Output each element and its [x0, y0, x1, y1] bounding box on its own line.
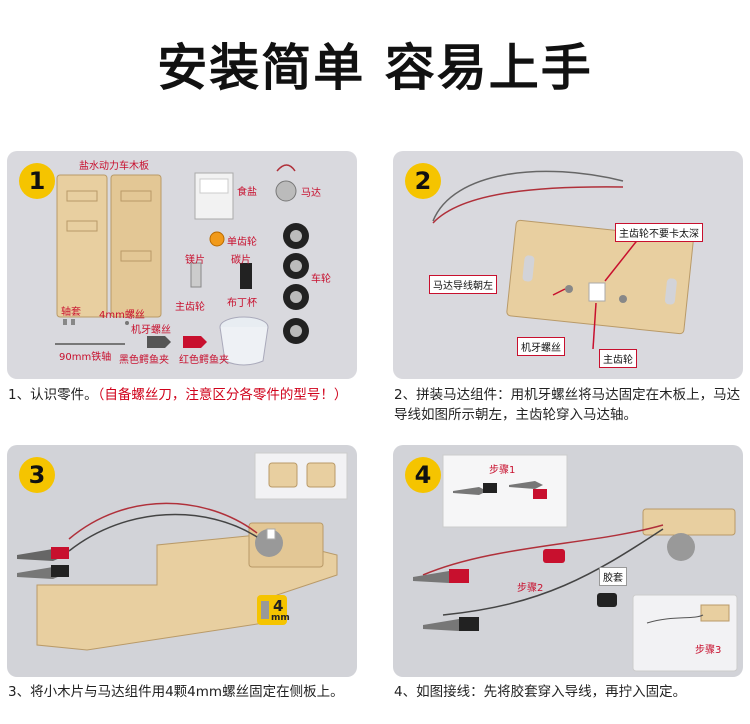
label-step-1: 步骤1 [489, 465, 516, 476]
screw-size-unit: mm [271, 613, 290, 623]
caption-warning: （自备螺丝刀，注意区分各零件的型号！） [97, 387, 348, 403]
motor-assembly-illustration [432, 170, 694, 350]
label-wheel: 车轮 [311, 274, 331, 285]
step-4-caption: 4、如图接线：先将胶套穿入导线，再拧入固定。 [394, 684, 687, 700]
wiring-illustration [413, 454, 738, 672]
screw-size-mark: 4 [273, 597, 284, 615]
label-sleeve: 胶套 [599, 567, 627, 586]
step-2-caption: 2、拼装马达组件：用机牙螺丝将马达固定在木板上，马达导线如图所示朝左，主齿轮穿入… [394, 387, 741, 423]
step-number-badge: 2 [405, 163, 441, 199]
label-axle-sleeve: 轴套 [61, 307, 81, 318]
step-number-badge: 1 [19, 163, 55, 199]
label-machine-screw: 机牙螺丝 [517, 337, 565, 356]
step-3-caption: 3、将小木片与马达组件用4颗4mm螺丝固定在侧板上。 [8, 684, 344, 700]
label-salt: 食盐 [237, 187, 257, 198]
label-pudding-cup: 布丁杯 [227, 298, 257, 309]
parts-illustration [55, 164, 309, 366]
side-panel-illustration [17, 452, 348, 651]
step-number-badge: 3 [19, 457, 55, 493]
label-machine-screw: 机牙螺丝 [131, 325, 171, 336]
label-carbon: 碳片 [231, 255, 251, 266]
label-main-gear: 主齿轮 [599, 349, 637, 368]
label-wire-left: 马达导线朝左 [429, 275, 497, 294]
step-1-caption: 1、认识零件。（自备螺丝刀，注意区分各零件的型号！） [8, 385, 358, 405]
panel-step-3: 3 4 mm [7, 445, 357, 677]
label-step-2: 步骤2 [517, 583, 544, 594]
label-single-gear: 单齿轮 [227, 237, 257, 248]
label-motor: 马达 [301, 188, 321, 199]
label-main-gear: 主齿轮 [175, 302, 205, 313]
caption-text: 1、认识零件。 [8, 387, 98, 403]
label-board: 盐水动力车木板 [79, 161, 149, 172]
label-screw-4mm: 4mm螺丝 [99, 310, 145, 321]
panel-step-4: 4 步骤1 步骤2 胶套 步骤3 [393, 445, 743, 677]
step-number-badge: 4 [405, 457, 441, 493]
note-gear-depth: 主齿轮不要卡太深 [615, 223, 703, 242]
label-black-clip: 黑色鳄鱼夹 [119, 355, 169, 366]
label-magnesium: 镁片 [185, 255, 205, 266]
panel-step-1: 1 盐水动力车木板 食盐 [7, 151, 357, 379]
panel-step-2: 2 主齿轮不要卡太深 马达导线朝左 机牙螺丝 主齿轮 [393, 151, 743, 379]
label-red-clip: 红色鳄鱼夹 [179, 355, 229, 366]
page-title: 安装简单 容易上手 [157, 39, 593, 97]
label-axle: 90mm铁轴 [59, 352, 112, 363]
label-step-3: 步骤3 [695, 645, 722, 656]
